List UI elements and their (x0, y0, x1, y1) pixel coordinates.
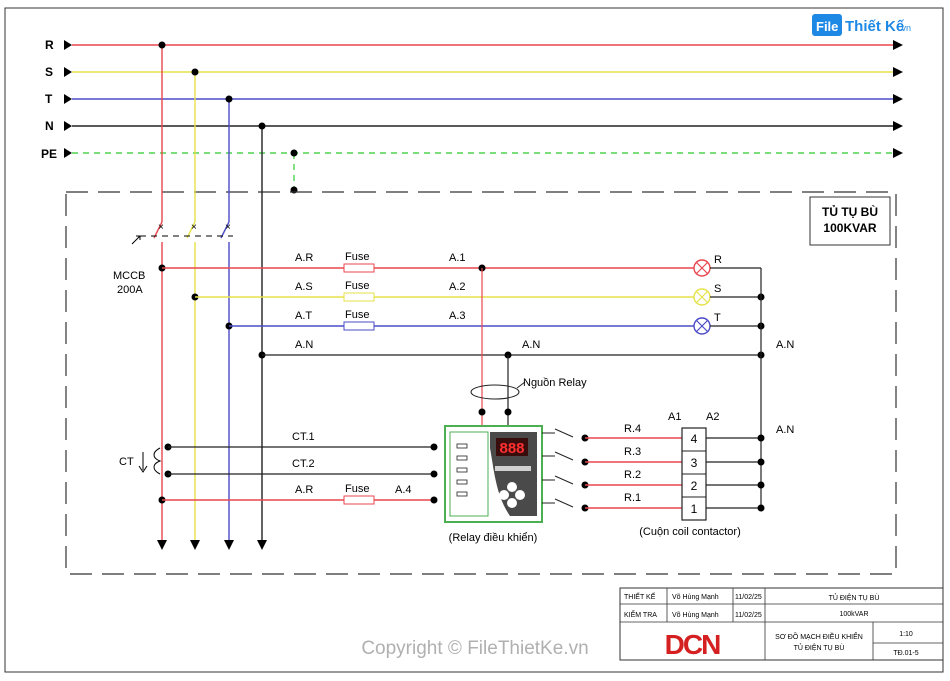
svg-text:A.3: A.3 (449, 310, 466, 322)
svg-text:R: R (45, 38, 54, 52)
wire-a-r-relay: A.R Fuse A.4 (158, 483, 438, 505)
svg-text:(Cuộn coil contactor): (Cuộn coil contactor) (639, 526, 741, 538)
svg-text:4: 4 (691, 432, 698, 446)
wire-a-t: A.T Fuse A.3 (225, 309, 694, 331)
svg-text:PE: PE (41, 147, 57, 161)
svg-text:1:10: 1:10 (899, 631, 913, 638)
wire-a-s: A.S Fuse A.2 (191, 280, 694, 302)
wire-a-r: A.R Fuse A.1 (158, 251, 694, 273)
svg-text:TỦ TỤ BÙ: TỦ TỤ BÙ (822, 204, 878, 219)
svg-text:.vn: .vn (899, 23, 911, 33)
svg-text:CT.1: CT.1 (292, 431, 315, 443)
mccb-feeders: × × × (131, 41, 267, 550)
svg-text:A.N: A.N (295, 339, 313, 351)
cabinet-title: TỦ TỤ BÙ 100KVAR (809, 196, 891, 246)
svg-text:T: T (45, 92, 53, 106)
svg-text:Võ Hùng Mạnh: Võ Hùng Mạnh (672, 612, 719, 619)
svg-text:Fuse: Fuse (345, 483, 369, 495)
svg-text:Võ Hùng Mạnh: Võ Hùng Mạnh (672, 594, 719, 601)
contactor-coils: A1 A2 4 3 2 1 (Cuộn coil contactor) (639, 411, 765, 538)
svg-text:A.N: A.N (522, 339, 540, 351)
svg-text:R.3: R.3 (624, 446, 641, 458)
bus-r: R (45, 38, 903, 52)
company-logo: DCN (665, 629, 722, 660)
lamp-r: R (693, 254, 761, 277)
svg-text:1: 1 (691, 502, 698, 516)
lamp-s: S (693, 283, 765, 306)
svg-text:×: × (225, 222, 231, 233)
svg-text:T: T (714, 312, 721, 324)
svg-text:11/02/25: 11/02/25 (735, 594, 762, 601)
svg-text:MCCB: MCCB (113, 270, 145, 282)
svg-text:TĐ.01-5: TĐ.01-5 (893, 650, 918, 657)
site-logo: File Thiết Kế .vn (812, 14, 911, 36)
drawing-border (4, 7, 944, 673)
relay-display: 888 (499, 440, 524, 457)
relay-supply: Nguồn Relay (470, 268, 587, 426)
svg-text:R.2: R.2 (624, 469, 641, 481)
current-transformer: CT CT.1 CT.2 (119, 431, 438, 478)
bus-t: T (45, 92, 903, 106)
bus-n: N (45, 119, 903, 133)
svg-text:×: × (191, 222, 197, 233)
title-block: THIẾT KẾ Võ Hùng Mạnh 11/02/25 KIỂM TRA … (619, 587, 944, 661)
svg-text:×: × (158, 222, 164, 233)
svg-text:DCN: DCN (665, 629, 720, 660)
svg-text:A2: A2 (706, 411, 719, 423)
svg-text:R.4: R.4 (624, 423, 641, 435)
svg-text:Thiết Kế: Thiết Kế (845, 18, 905, 35)
svg-text:200A: 200A (117, 284, 143, 296)
svg-text:CT.2: CT.2 (292, 458, 315, 470)
svg-text:A1: A1 (668, 411, 681, 423)
svg-text:A.S: A.S (295, 281, 313, 293)
svg-text:CT: CT (119, 456, 134, 468)
svg-text:A.R: A.R (295, 484, 313, 496)
svg-text:R: R (714, 254, 722, 266)
svg-text:A.R: A.R (295, 252, 313, 264)
svg-text:A.4: A.4 (395, 484, 412, 496)
svg-text:N: N (45, 119, 54, 133)
svg-text:Nguồn Relay: Nguồn Relay (523, 377, 587, 389)
svg-text:11/02/25: 11/02/25 (735, 612, 762, 619)
mccb-label: MCCB 200A (113, 270, 145, 296)
svg-text:S: S (45, 65, 53, 79)
bus-pe: PE (41, 147, 903, 194)
svg-text:A.1: A.1 (449, 252, 466, 264)
lamp-t: T (693, 312, 765, 335)
svg-text:File: File (816, 19, 838, 34)
svg-text:Fuse: Fuse (345, 309, 369, 321)
svg-text:TỦ ĐIỆN TỤ BÙ: TỦ ĐIỆN TỤ BÙ (829, 593, 880, 602)
svg-text:A.N: A.N (776, 339, 794, 351)
svg-text:TỦ ĐIỆN TỤ BÙ: TỦ ĐIỆN TỤ BÙ (794, 643, 845, 652)
relay-controller: 888 (Relay điều khiển) (444, 425, 543, 544)
svg-text:100KVAR: 100KVAR (823, 221, 876, 235)
wire-a-n: A.N A.N A.N (258, 339, 794, 359)
svg-text:3: 3 (691, 456, 698, 470)
svg-text:A.T: A.T (295, 310, 312, 322)
relay-caption: (Relay điều khiển) (449, 532, 538, 544)
svg-text:S: S (714, 283, 721, 295)
svg-text:A.2: A.2 (449, 281, 466, 293)
svg-text:2: 2 (691, 479, 698, 493)
svg-text:SƠ ĐỒ MẠCH ĐIỀU KHIỂN: SƠ ĐỒ MẠCH ĐIỀU KHIỂN (775, 631, 863, 641)
neutral-label-coils: A.N (776, 424, 794, 436)
relay-outputs: R.4 R.3 R.2 R.1 (542, 423, 682, 512)
svg-text:100kVAR: 100kVAR (839, 611, 868, 618)
svg-text:Fuse: Fuse (345, 280, 369, 292)
bus-s: S (45, 65, 903, 79)
svg-text:R.1: R.1 (624, 492, 641, 504)
copyright-watermark: Copyright © FileThietKe.vn (361, 638, 588, 659)
svg-text:KIỂM TRA: KIỂM TRA (624, 610, 657, 619)
svg-text:THIẾT KẾ: THIẾT KẾ (624, 591, 656, 601)
svg-text:Fuse: Fuse (345, 251, 369, 263)
